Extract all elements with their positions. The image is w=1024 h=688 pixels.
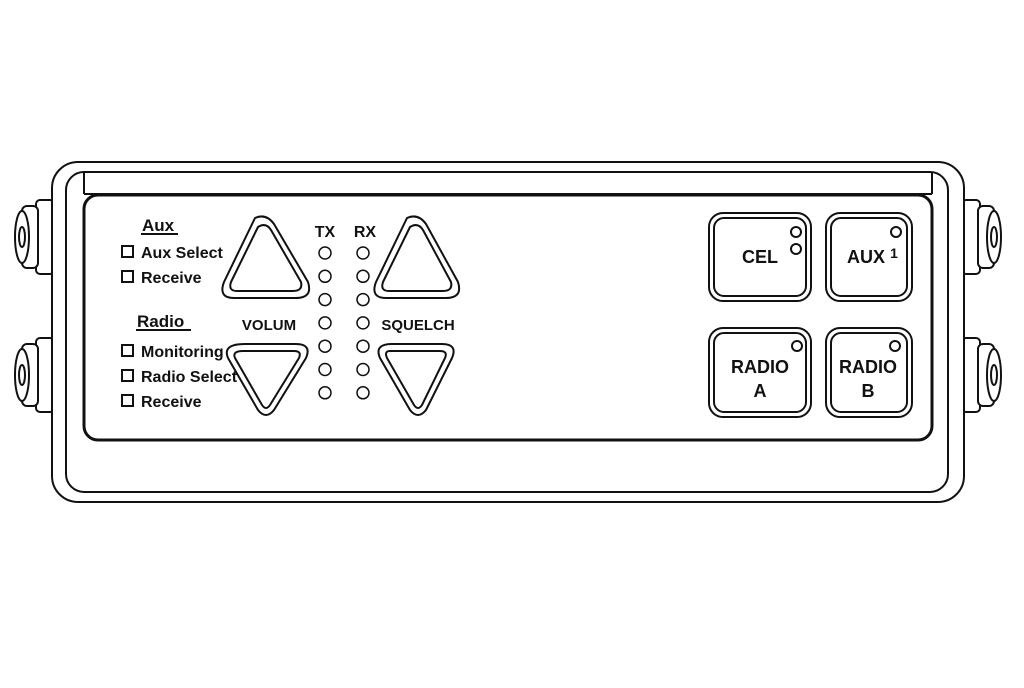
- radio-select-label: Radio Select: [141, 369, 238, 386]
- rx-label: RX: [354, 224, 377, 241]
- radio-receive-row: Receive: [121, 394, 202, 411]
- radio-receive-label: Receive: [141, 394, 202, 411]
- tx-led-5: [318, 339, 332, 353]
- rx-led-5: [356, 339, 370, 353]
- aux-select-row: Aux Select: [121, 245, 223, 262]
- aux-receive-checkbox[interactable]: [121, 270, 134, 283]
- aux1-button[interactable]: AUX 1: [825, 212, 913, 302]
- cel-led-2: [790, 243, 802, 255]
- radio-a-label-line1: RADIO: [731, 357, 789, 377]
- tx-led-4: [318, 316, 332, 330]
- rx-led-1: [356, 246, 370, 260]
- aux1-button-superscript: 1: [890, 245, 898, 261]
- rx-led-2: [356, 269, 370, 284]
- tx-led-3: [318, 292, 332, 307]
- aux-receive-label: Receive: [141, 270, 202, 287]
- tx-led-1: [318, 246, 332, 260]
- radio-b-label-line2: B: [862, 381, 875, 401]
- rx-led-6: [356, 362, 370, 377]
- right-bottom-connector: [961, 337, 1002, 413]
- radio-b-label-line1: RADIO: [839, 357, 897, 377]
- radio-b-led: [889, 340, 901, 352]
- left-bottom-connector: [14, 337, 55, 413]
- aux-heading: Aux: [142, 216, 175, 235]
- cel-led-1: [790, 226, 802, 238]
- rx-led-column: [356, 246, 370, 400]
- aux-receive-row: Receive: [121, 270, 202, 287]
- radio-select-checkbox[interactable]: [121, 369, 134, 382]
- aux1-button-label: AUX: [847, 247, 885, 267]
- aux-select-checkbox[interactable]: [121, 245, 134, 258]
- radio-b-button[interactable]: RADIO B: [825, 327, 913, 418]
- cel-button[interactable]: CEL: [708, 212, 812, 302]
- radio-a-label-line2: A: [754, 381, 767, 401]
- front-panel: [82, 193, 934, 442]
- radio-a-led: [791, 340, 803, 352]
- left-top-connector: [14, 199, 55, 275]
- tx-led-column: [318, 246, 332, 400]
- aux1-led: [890, 226, 902, 238]
- aux-select-label: Aux Select: [141, 245, 223, 262]
- rx-led-4: [356, 316, 370, 330]
- volume-down-button[interactable]: [225, 343, 309, 416]
- cel-button-label: CEL: [742, 247, 778, 267]
- tx-led-6: [318, 362, 332, 377]
- tx-label: TX: [315, 224, 336, 241]
- tx-led-7: [318, 386, 332, 400]
- radio-select-row: Radio Select: [121, 369, 238, 386]
- squelch-up-button[interactable]: [373, 215, 461, 299]
- squelch-label: SQUELCH: [381, 317, 454, 334]
- volume-label: VOLUM: [242, 317, 296, 334]
- monitoring-row: Monitoring: [121, 344, 224, 361]
- tx-led-2: [318, 269, 332, 284]
- monitoring-label: Monitoring: [141, 344, 224, 361]
- rx-led-3: [356, 292, 370, 307]
- radio-receive-checkbox[interactable]: [121, 394, 134, 407]
- device-housing: [51, 161, 965, 503]
- radio-heading: Radio: [137, 312, 184, 331]
- monitoring-checkbox[interactable]: [121, 344, 134, 357]
- rx-led-7: [356, 386, 370, 400]
- radio-a-button[interactable]: RADIO A: [708, 327, 812, 418]
- volume-up-button[interactable]: [221, 215, 311, 299]
- right-top-connector: [961, 199, 1002, 275]
- squelch-down-button[interactable]: [377, 343, 455, 416]
